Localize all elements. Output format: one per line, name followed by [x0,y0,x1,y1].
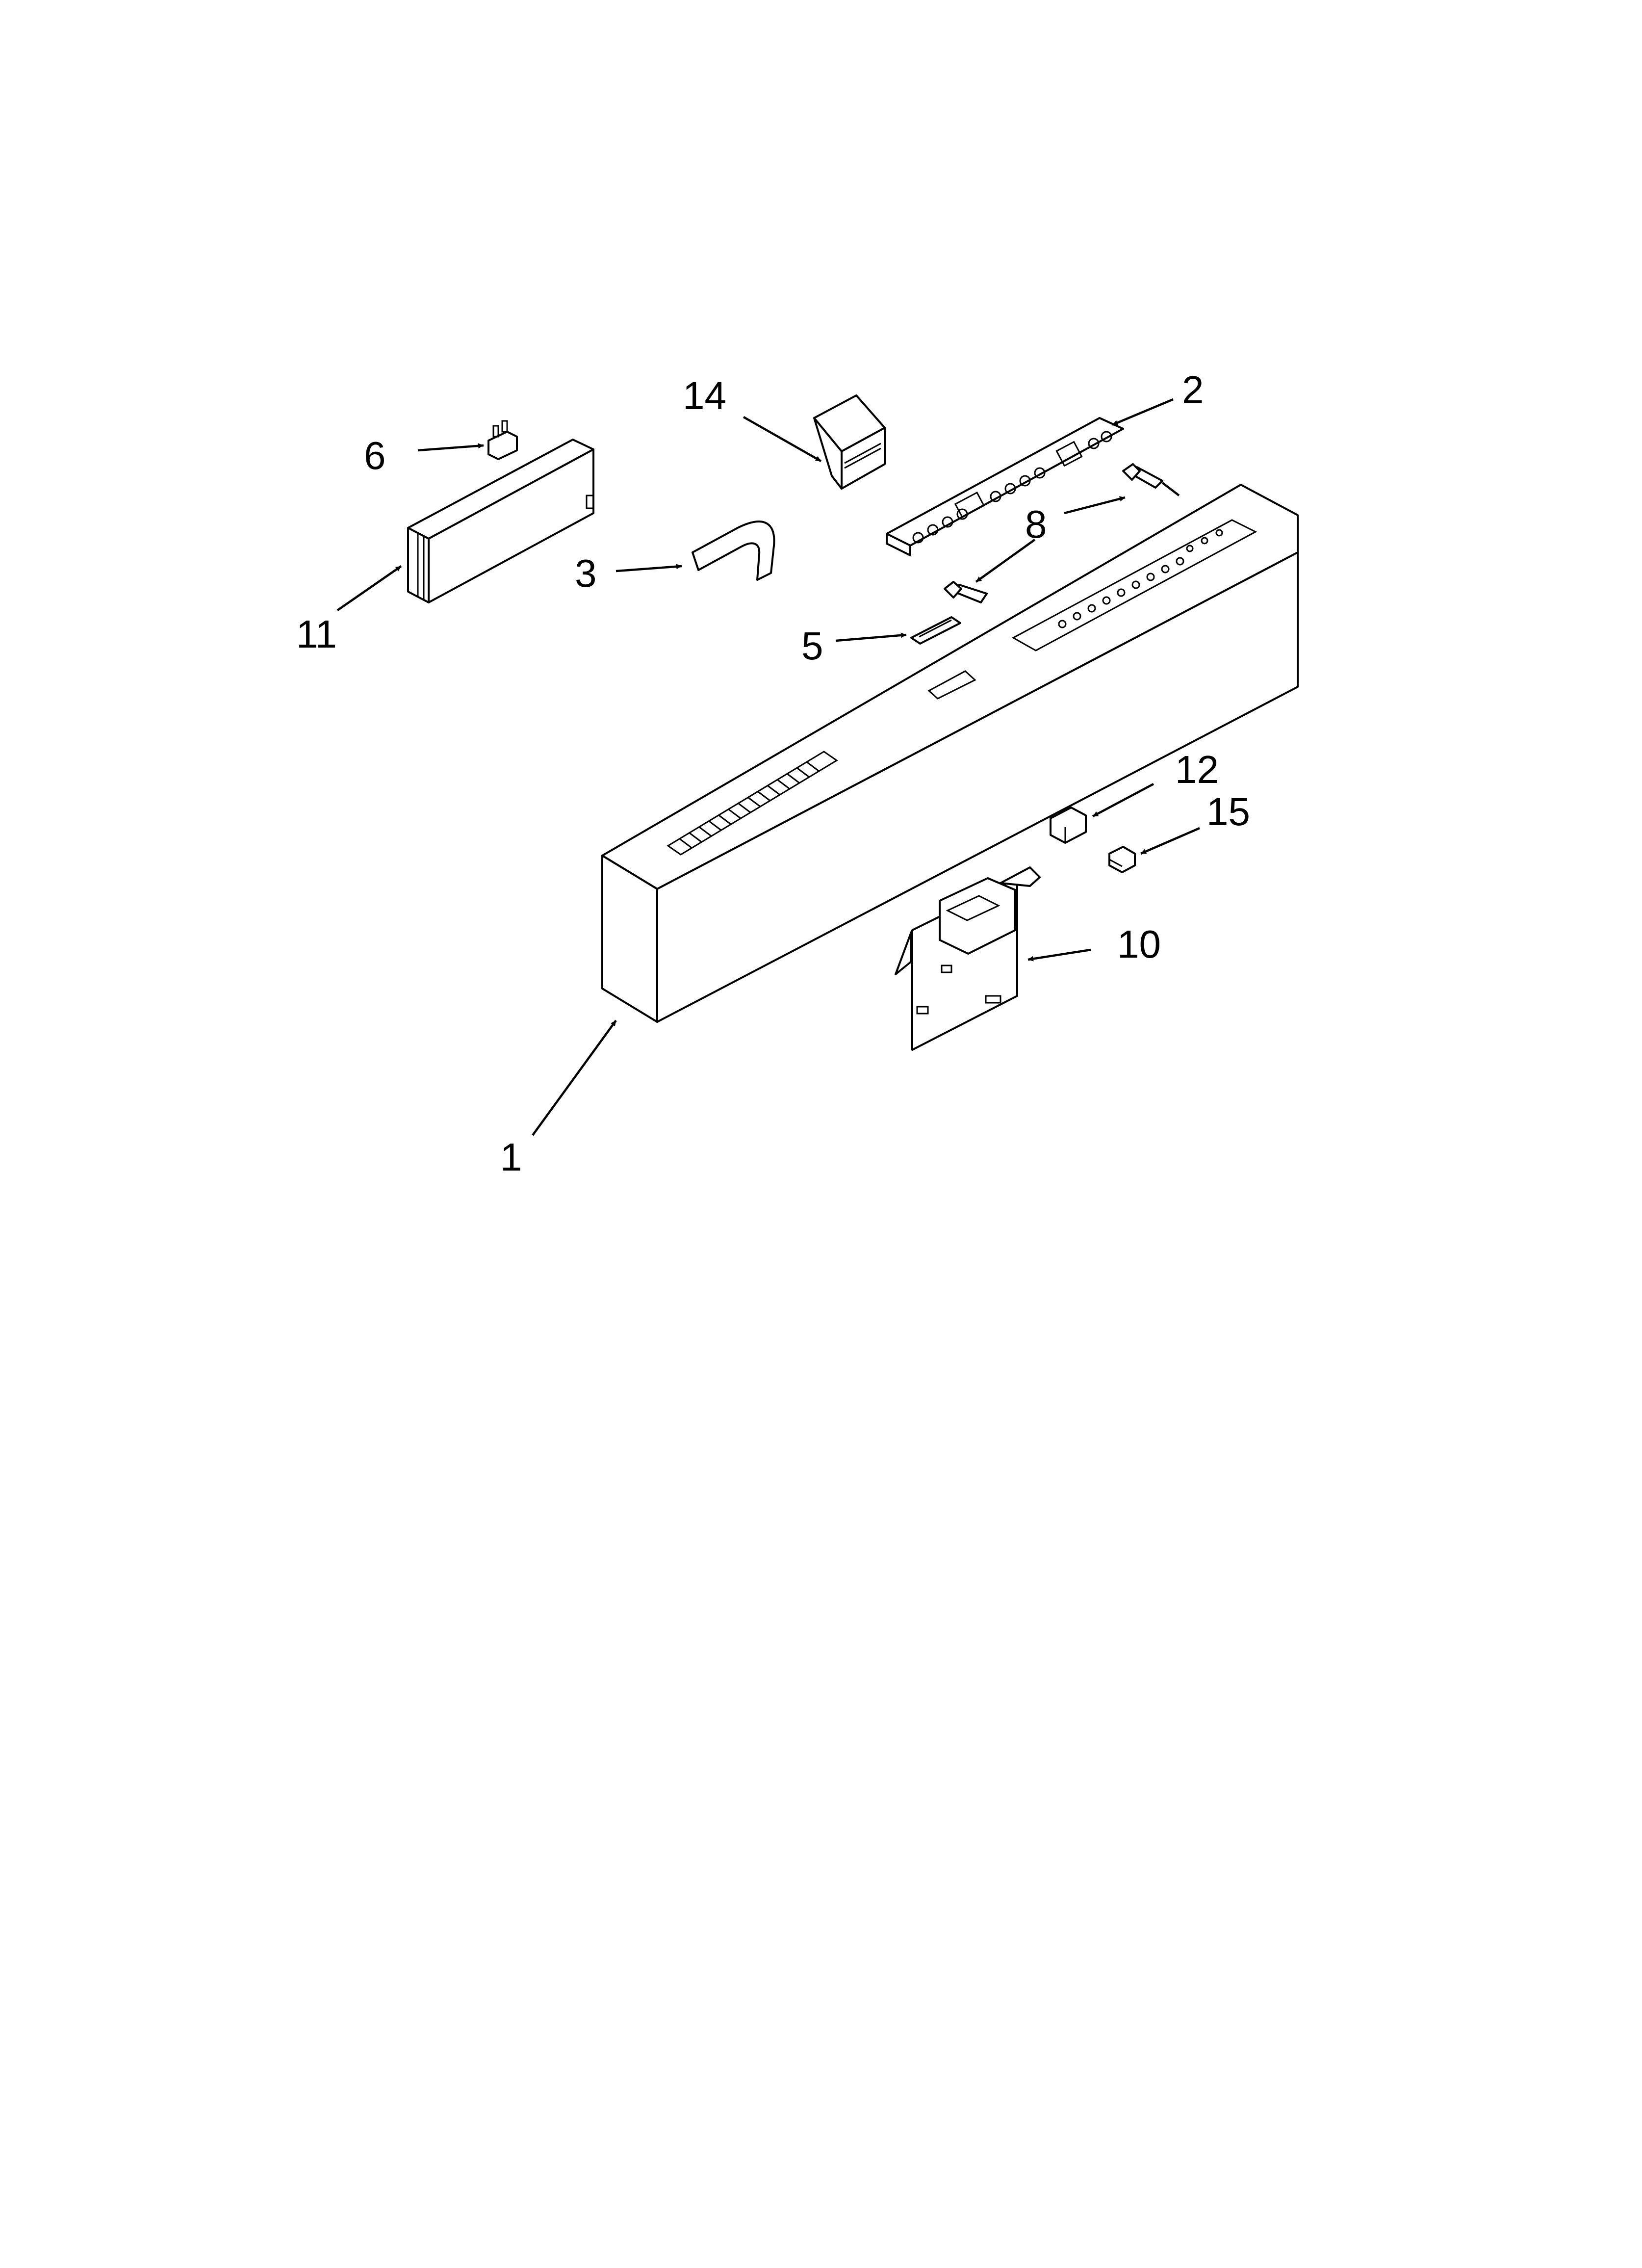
connector-part-12 [1050,807,1087,844]
module-housing-part-11 [407,439,594,603]
screw-part-8-upper [1122,463,1163,489]
leader-8-tail [1161,482,1180,496]
button-window [1011,519,1257,652]
leader-2 [1112,398,1174,426]
leader-15 [1140,827,1200,855]
latch-assembly-part-10 [895,866,1041,1051]
leader-1 [532,1019,617,1136]
callout-6: 6 [364,434,386,477]
leader-14 [743,416,822,462]
leader-6 [417,443,484,452]
bracket-part-3 [692,521,775,581]
callout-3: 3 [575,551,597,595]
callout-8: 8 [1025,502,1047,546]
clip-part-6 [487,420,518,460]
vent-slots [667,751,838,856]
leader-3 [616,564,682,573]
callout-14: 14 [683,374,726,417]
label-part-5 [910,616,961,645]
cover-part-14 [813,394,886,490]
leader-11 [336,565,402,611]
callout-5: 5 [801,624,823,668]
leader-8-lower [975,539,1036,583]
screw-part-8-lower [944,581,988,603]
callout-labels: 1 2 3 5 6 8 10 11 12 14 15 [296,368,1250,1179]
callout-12: 12 [1175,748,1219,791]
callout-10: 10 [1117,922,1161,966]
screw-part-15 [1108,846,1136,873]
handle-slot [927,670,976,700]
callout-2: 2 [1182,368,1204,412]
control-board-part-2 [886,417,1124,556]
leader-5 [835,632,907,642]
control-panel-part-1 [601,484,1299,1023]
leader-10 [1027,948,1091,962]
leader-lines [336,398,1200,1136]
callout-11: 11 [296,612,337,656]
callout-1: 1 [500,1135,522,1179]
leader-12 [1092,783,1155,817]
callout-15: 15 [1206,790,1250,834]
leader-8-upper [1064,496,1126,515]
